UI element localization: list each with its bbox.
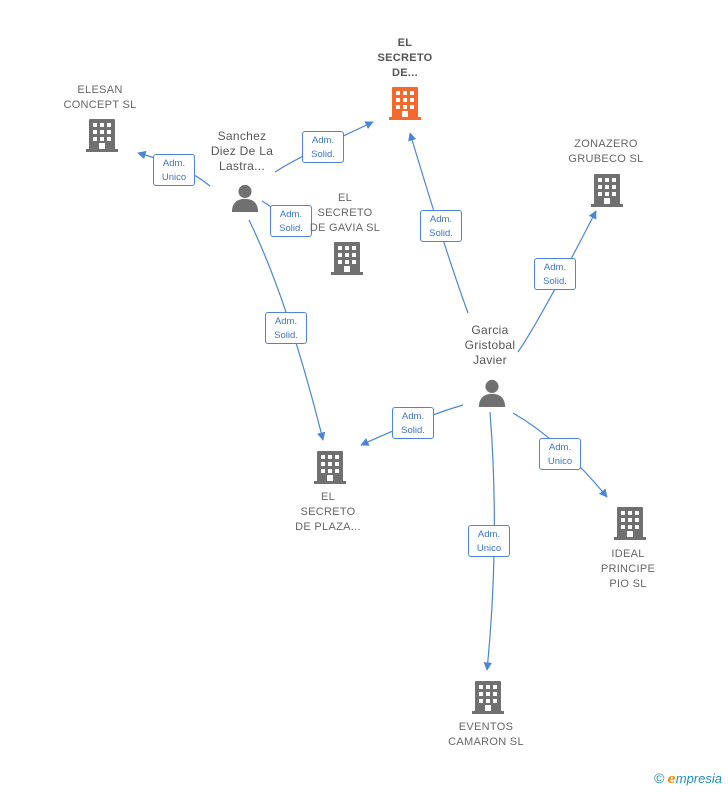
role-badge[interactable]: Adm. Solid. [302, 131, 344, 163]
role-badge-line: Adm. [477, 529, 501, 540]
edge-garcia-to-zonazero [517, 210, 597, 353]
node-label-line: IDEAL [611, 548, 645, 560]
brand-logo-initial: e [667, 772, 676, 787]
role-badge-line: Solid. [429, 228, 453, 239]
copyright-icon: © [654, 770, 665, 786]
company-name-label[interactable]: ZONAZERO GRUBECO SL [546, 137, 666, 167]
role-badge[interactable]: Adm. Unico [153, 154, 195, 186]
node-label-line: Garcia [471, 323, 509, 337]
node-label-line: EL [337, 192, 353, 204]
building-icon[interactable] [472, 681, 504, 714]
role-badge-line: Adm. [429, 214, 453, 225]
node-label-line: EVENTOS [458, 721, 514, 733]
node-label-line: PRINCIPE [600, 563, 656, 575]
building-icon[interactable] [591, 174, 623, 207]
role-badge[interactable]: Adm. Unico [468, 525, 510, 557]
building-icon[interactable] [614, 507, 646, 540]
company-name-label[interactable]: ELESAN CONCEPT SL [40, 83, 160, 113]
building-icon[interactable] [314, 451, 346, 484]
role-badge-line: Adm. [274, 316, 298, 327]
node-label-line: Gristobal [464, 338, 516, 352]
node-label-line: GRUBECO SL [568, 153, 644, 165]
company-name-label[interactable]: IDEAL PRINCIPE PIO SL [568, 547, 688, 592]
node-label-line: ELESAN [77, 84, 123, 96]
node-label-line: CONCEPT SL [63, 99, 137, 111]
node-label-line: ZONAZERO [574, 138, 638, 150]
building-icon[interactable] [331, 242, 363, 275]
company-name-label[interactable]: EL SECRETO DE PLAZA... [268, 490, 388, 535]
building-icon[interactable] [389, 87, 421, 120]
node-label-line: DE PLAZA... [295, 521, 361, 533]
node-label-line: SECRETO [300, 506, 356, 518]
person-icon[interactable] [231, 184, 259, 212]
role-badge-line: Unico [476, 543, 502, 554]
node-label-line: Lastra... [218, 159, 266, 173]
node-label-line: EL [320, 491, 336, 503]
role-badge-line: Unico [161, 172, 187, 183]
role-badge[interactable]: Adm. Solid. [265, 312, 307, 344]
role-badge-line: Solid. [401, 425, 425, 436]
role-badge[interactable]: Adm. Solid. [420, 210, 462, 242]
role-badge[interactable]: Adm. Solid. [392, 407, 434, 439]
node-label-line: Sanchez [217, 129, 267, 143]
role-badge-line: Adm. [401, 411, 425, 422]
building-icon[interactable] [86, 119, 118, 152]
role-badge-line: Adm. [548, 442, 572, 453]
role-badge[interactable]: Adm. Unico [539, 438, 581, 470]
node-label-line: DE GAVIA SL [309, 222, 381, 234]
role-badge-line: Solid. [543, 276, 567, 287]
role-badge-line: Solid. [279, 223, 303, 234]
role-badge-line: Adm. [311, 135, 335, 146]
person-icon[interactable] [478, 379, 506, 407]
node-label-line: Diez De La [210, 144, 274, 158]
company-name-label[interactable]: EL SECRETO DE... [345, 36, 465, 81]
node-label-line: Javier [473, 353, 507, 367]
role-badge-line: Adm. [279, 209, 303, 220]
role-badge-line: Adm. [162, 158, 186, 169]
role-badge-line: Solid. [311, 149, 335, 160]
brand-logo-text: mpresia [675, 771, 722, 786]
role-badge-line: Solid. [274, 330, 298, 341]
company-name-label[interactable]: EL SECRETO DE GAVIA SL [285, 191, 405, 236]
role-badge[interactable]: Adm. Solid. [270, 205, 312, 237]
copyright-footer: ©empresia [654, 770, 722, 787]
role-badge-line: Unico [547, 456, 573, 467]
company-name-label[interactable]: EVENTOS CAMARON SL [426, 720, 546, 750]
role-badge-line: Adm. [543, 262, 567, 273]
node-label-line: CAMARON SL [448, 736, 524, 748]
node-label-line: PIO SL [609, 578, 647, 590]
node-label-line: DE... [392, 67, 418, 79]
node-label-line: SECRETO [317, 207, 373, 219]
role-badge[interactable]: Adm. Solid. [534, 258, 576, 290]
node-label-line: EL [397, 37, 413, 49]
node-label-line: SECRETO [377, 52, 433, 64]
